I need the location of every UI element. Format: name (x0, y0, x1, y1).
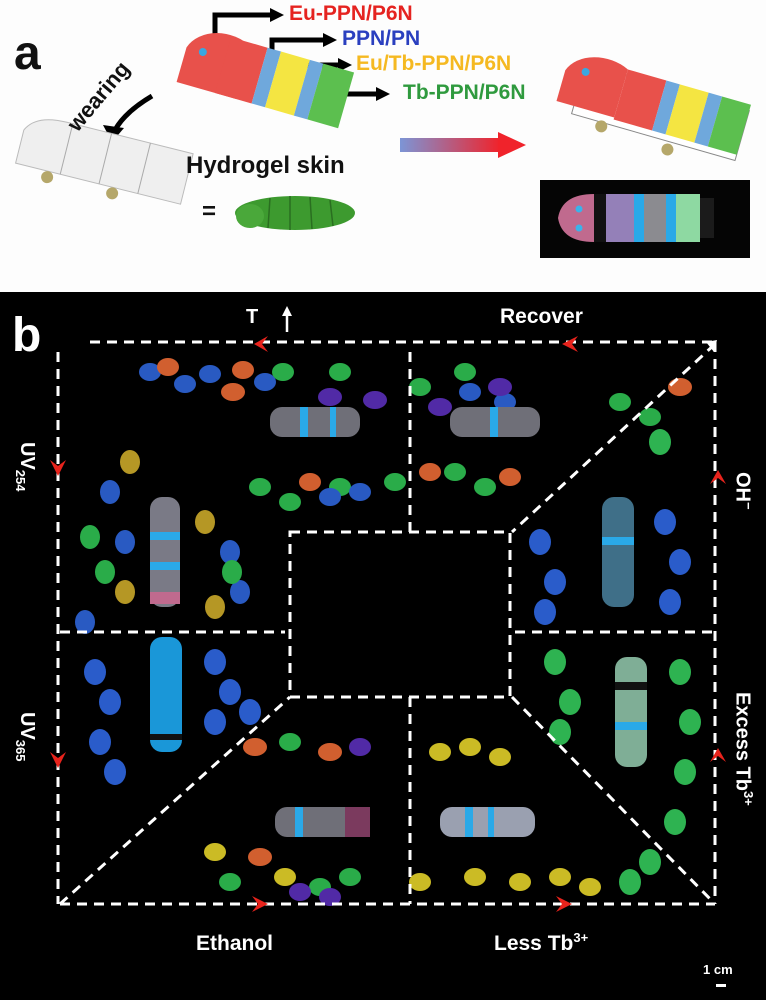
label-hydroxide: OH− (731, 472, 756, 510)
label-temperature: T (246, 306, 259, 328)
label-eu-ppn-p6n: Eu-PPN/P6N (289, 2, 413, 25)
gradient-arrow (400, 138, 500, 152)
label-tb-ppn-p6n: Tb-PPN/P6N (403, 81, 526, 104)
skin-photos (150, 407, 647, 837)
scale-bar-label: 1 cm (703, 962, 733, 977)
label-ppn-pn: PPN/PN (342, 27, 421, 50)
panel-a: a (0, 0, 766, 290)
green-caterpillar-photo (235, 196, 355, 230)
hydrogel-skin-label: Hydrogel skin (186, 152, 345, 179)
label-less-tb: Less Tb3+ (494, 930, 589, 955)
dashed-frame (56, 340, 717, 906)
label-ethanol: Ethanol (196, 932, 273, 955)
panel-b-letter: b (12, 309, 42, 362)
label-uv365: UV365 (13, 712, 38, 762)
robot-wearing-skin-illustration (556, 57, 751, 162)
panel-a-letter: a (14, 27, 41, 80)
label-eu-tb-ppn-p6n: Eu/Tb-PPN/P6N (356, 52, 512, 75)
panel-a-graphics (14, 8, 751, 258)
scale-bar (716, 984, 726, 987)
pebbles (75, 358, 701, 906)
label-excess-tb: Excess Tb3+ (731, 692, 756, 806)
colored-skin-illustration (176, 33, 355, 129)
panel-b-diagram (50, 306, 726, 987)
panel-b: b (0, 292, 766, 1000)
direction-arrows (50, 336, 726, 912)
label-recover: Recover (500, 305, 583, 328)
equals-sign: = (202, 198, 217, 225)
robot-illustration (14, 119, 194, 205)
fluorescent-skin-photo (540, 180, 750, 258)
label-uv254: UV254 (13, 442, 38, 492)
